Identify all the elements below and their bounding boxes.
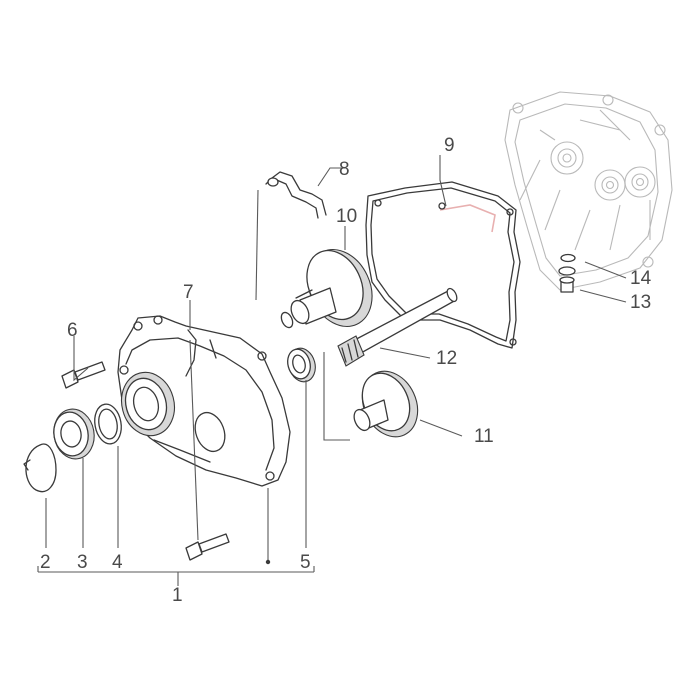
- callout-8: 8: [339, 159, 350, 180]
- callout-7: 7: [183, 282, 194, 303]
- bearing-5: [287, 347, 316, 383]
- callout-6: 6: [67, 320, 78, 341]
- gear-11: [353, 370, 419, 438]
- callout-11: 11: [474, 426, 494, 447]
- bolt-6: [61, 361, 106, 389]
- callout-2: 2: [40, 552, 51, 573]
- plug-13: [558, 266, 576, 293]
- callout-3: 3: [77, 552, 88, 573]
- callout-1: 1: [172, 585, 183, 606]
- callout-9: 9: [444, 135, 455, 156]
- breather-hose-8: [265, 171, 327, 219]
- gasket: [365, 181, 521, 349]
- shaft-12: [337, 287, 458, 367]
- callout-5: 5: [300, 552, 311, 573]
- callout-4: 4: [112, 552, 123, 573]
- crankcase-ghost: [504, 91, 673, 291]
- callout-12: 12: [436, 348, 457, 369]
- bolt-7: [185, 533, 230, 561]
- callout-13: 13: [630, 292, 651, 313]
- callout-10: 10: [336, 206, 357, 227]
- bearing-3: [53, 408, 95, 460]
- circlip-2: [23, 443, 57, 493]
- callout-labels: 1 2 3 4 5 6 7 8 9 10 11 12 13 14: [40, 135, 652, 606]
- callout-14: 14: [630, 268, 652, 289]
- seal-4: [94, 403, 122, 445]
- leader-lines: [37, 155, 627, 586]
- transmission-cover: [117, 315, 291, 487]
- washer-14: [560, 253, 576, 263]
- gear-10: [280, 249, 373, 329]
